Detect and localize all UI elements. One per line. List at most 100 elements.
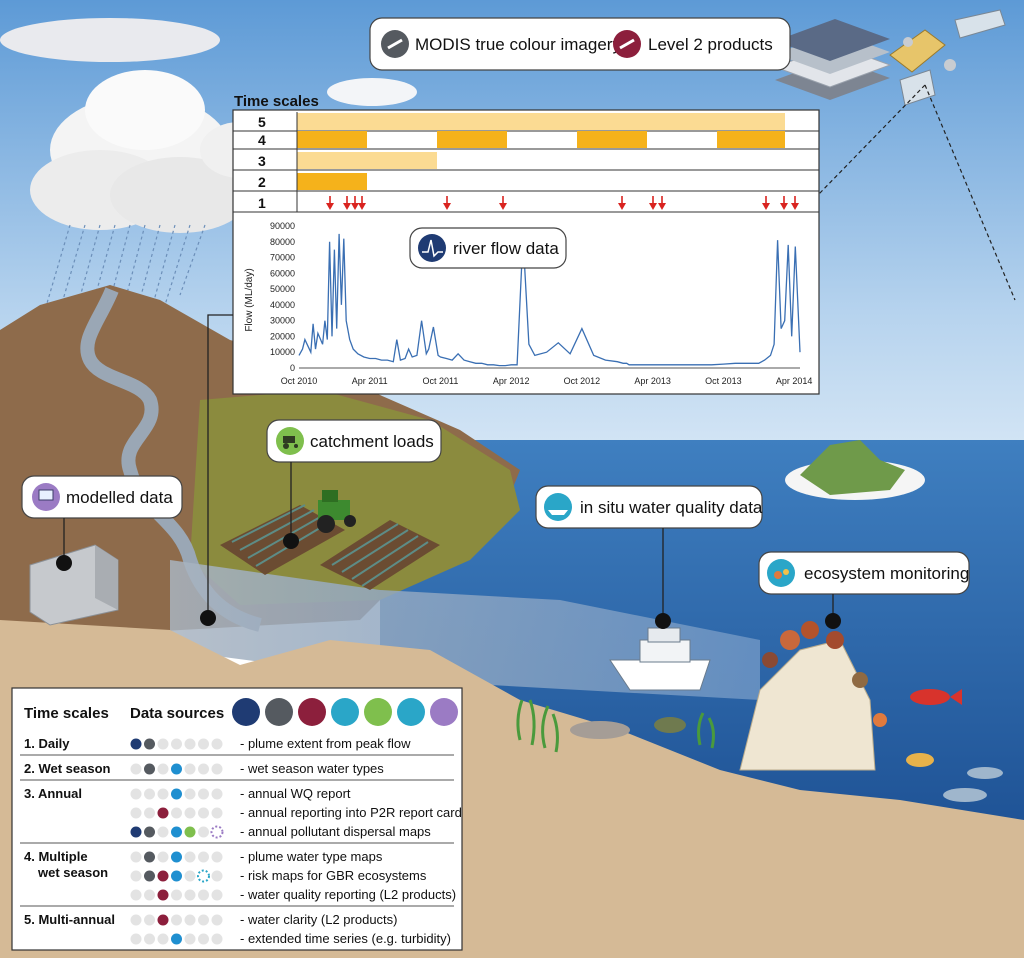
legend-source-dot — [184, 914, 196, 926]
legend-row-description: - annual reporting into P2R report card — [240, 805, 462, 820]
legend-source-dot — [198, 914, 209, 926]
timescale-bar — [297, 152, 437, 169]
timescale-row-label: 5 — [258, 114, 266, 130]
timescale-row-label: 2 — [258, 174, 266, 190]
legend-source-dot — [211, 870, 223, 882]
flow-chart: Flow (ML/day)900008000070000600005000040… — [244, 221, 812, 386]
legend-source-dot — [171, 933, 182, 945]
legend-source-dot — [184, 870, 196, 882]
level2-label: Level 2 products — [648, 35, 773, 54]
timescale-row-label: 3 — [258, 153, 266, 169]
legend-source-dot — [157, 889, 169, 901]
insitu-label: in situ water quality data — [580, 498, 763, 517]
legend-rows: 1. Daily- plume extent from peak flow2. … — [20, 736, 462, 946]
timescale-bar — [297, 173, 367, 190]
river-flow-callout: river flow data — [409, 227, 567, 269]
legend-source-dot — [184, 788, 196, 800]
legend-row-description: - annual WQ report — [240, 786, 351, 801]
legend-source-dot — [144, 738, 155, 750]
sat-beam-right — [924, 84, 1016, 301]
small-cloud — [327, 78, 417, 106]
legend-row-description: - water clarity (L2 products) — [240, 912, 398, 927]
x-tick-label: Apr 2012 — [493, 376, 530, 386]
legend-source-dot — [130, 738, 142, 750]
legend-col1-header: Time scales — [24, 705, 109, 722]
legend-source-dot — [184, 826, 196, 838]
modelled-computer-icon — [430, 698, 458, 726]
chart-leader-dot — [200, 610, 216, 626]
coral-reef — [739, 621, 887, 771]
y-tick-label: 50000 — [270, 284, 295, 294]
insitu-boat-icon — [544, 493, 572, 521]
legend-source-dot — [157, 788, 169, 800]
modis-label: MODIS true colour imagery — [415, 35, 621, 54]
modelled-dot — [56, 555, 72, 571]
x-tick-label: Apr 2014 — [776, 376, 813, 386]
legend-source-dot — [184, 738, 196, 750]
legend-row-description: - wet season water types — [240, 761, 384, 776]
legend-group-label: 1. Daily — [24, 736, 70, 751]
y-tick-label: 0 — [290, 363, 295, 373]
legend-source-dot — [157, 807, 169, 819]
legend-source-dot — [211, 788, 223, 800]
legend-source-dot — [184, 807, 196, 819]
timescales-title: Time scales — [234, 93, 319, 110]
legend-source-dot — [130, 763, 142, 775]
legend-source-dot — [211, 851, 223, 863]
legend-source-dot — [171, 807, 182, 819]
ecosystem-callout: ecosystem monitoring — [758, 551, 970, 595]
catchment-dot — [283, 533, 299, 549]
daily-event-arrowhead — [618, 203, 626, 210]
legend-source-dot — [211, 889, 223, 901]
river-flow-label: river flow data — [453, 239, 559, 258]
legend-source-dot — [171, 738, 182, 750]
legend-source-dot — [198, 933, 209, 945]
x-tick-label: Oct 2011 — [423, 376, 459, 386]
legend-source-dot — [184, 889, 196, 901]
legend-source-dot — [157, 851, 169, 863]
timescale-bar — [297, 113, 785, 130]
timescale-bar — [577, 131, 647, 148]
legend-source-dot — [130, 826, 142, 838]
ecosystem-coral-icon — [397, 698, 425, 726]
modis-satellite-icon — [265, 698, 293, 726]
legend-source-dot — [198, 788, 209, 800]
legend-source-dot — [130, 933, 142, 945]
legend-source-dot — [157, 914, 169, 926]
tractor-icon — [364, 698, 392, 726]
fish-group — [906, 689, 1003, 802]
legend-source-dot — [198, 851, 209, 863]
modelled-label: modelled data — [66, 488, 173, 507]
daily-event-arrowhead — [791, 203, 799, 210]
insitu-callout: in situ water quality data — [535, 485, 763, 529]
timescale-bar — [297, 131, 367, 148]
tractor — [317, 490, 356, 533]
turtle — [654, 717, 686, 733]
image-layers — [773, 19, 892, 100]
legend-row-description: - extended time series (e.g. turbidity) — [240, 931, 451, 946]
y-tick-label: 60000 — [270, 268, 295, 278]
legend-source-dot — [171, 914, 182, 926]
daily-event-arrowhead — [358, 203, 366, 210]
y-tick-label: 30000 — [270, 316, 295, 326]
legend-source-dot — [198, 738, 209, 750]
y-axis-label: Flow (ML/day) — [244, 268, 255, 331]
legend-source-dot — [171, 889, 182, 901]
legend-source-dot — [171, 826, 182, 838]
modelled-callout: modelled data — [21, 475, 183, 519]
legend-icons — [232, 698, 458, 726]
x-tick-label: Oct 2013 — [705, 376, 742, 386]
legend-source-dot — [157, 870, 169, 882]
legend-source-dot — [197, 869, 210, 883]
insitu-dot — [655, 613, 671, 629]
daily-event-arrowhead — [762, 203, 770, 210]
daily-event-arrowhead — [343, 203, 351, 210]
legend-source-dot — [144, 914, 155, 926]
legend-row-description: - plume extent from peak flow — [240, 736, 411, 751]
timescale-row-label: 1 — [258, 195, 266, 211]
legend-source-dot — [144, 870, 155, 882]
rain-cloud — [0, 18, 280, 233]
y-tick-label: 10000 — [270, 347, 295, 357]
legend-source-dot — [171, 851, 182, 863]
